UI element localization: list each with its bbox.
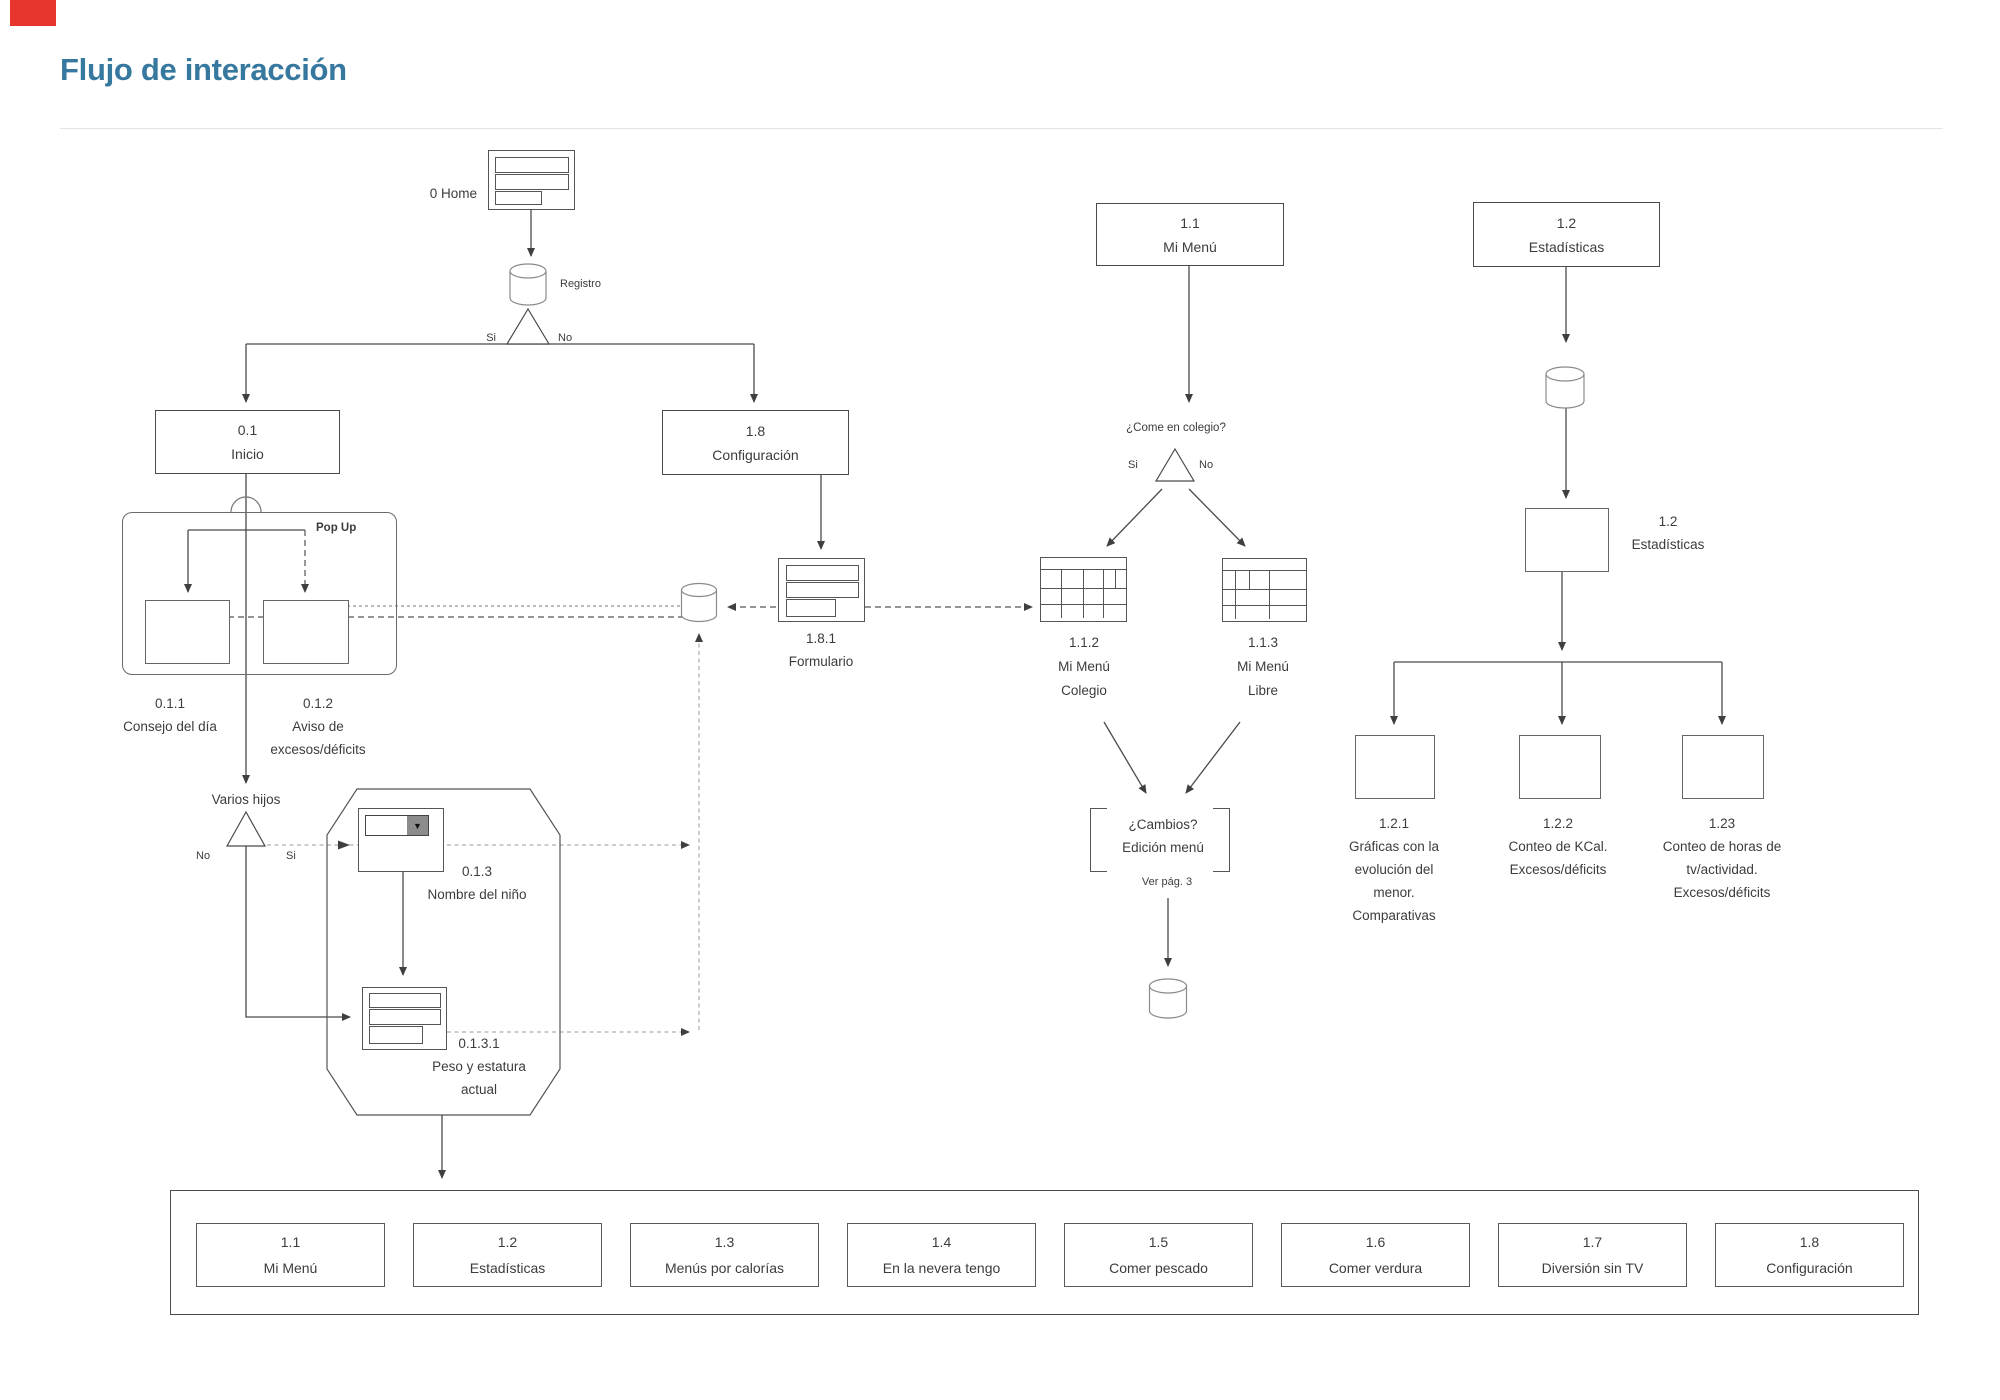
conteo-horas-label: 1.23 Conteo de horas de tv/actividad. Ex… [1662, 816, 1782, 900]
form-widget-icon [362, 987, 447, 1050]
graficas-label: 1.2.1 Gráficas con la evolución del meno… [1348, 816, 1440, 923]
dashed-light-lines [267, 633, 703, 1036]
node-mi-menu: 1.1 Mi Menú [1096, 203, 1284, 266]
dropdown-widget-icon: ▼ [358, 808, 444, 872]
bottom-item-mi-menu: 1.1 Mi Menú [196, 1223, 385, 1287]
octagon-container [326, 788, 561, 1116]
box-estadisticas-mid [1525, 508, 1609, 572]
menu-libre-table-icon [1222, 558, 1307, 622]
colegio-si-label: Si [1128, 459, 1138, 471]
bottom-item-diversion: 1.7 Diversión sin TV [1498, 1223, 1687, 1287]
wireframe-bar [495, 157, 569, 173]
varios-si-label: Si [286, 850, 296, 862]
box-aviso [263, 600, 349, 664]
come-colegio-label: ¿Come en colegio? [1126, 422, 1226, 434]
wireframe-bar [495, 191, 542, 205]
estadisticas-mid-label: 1.2 Estadísticas [1631, 514, 1705, 552]
popup-dome [230, 496, 262, 513]
registro-no-label: No [558, 332, 573, 344]
table-line [1061, 569, 1063, 618]
box-graficas [1355, 735, 1435, 799]
wireframe-bar [495, 174, 569, 190]
table-line [1235, 570, 1237, 619]
varios-hijos-label: Varios hijos [211, 792, 281, 807]
dropdown-arrow-icon: ▼ [407, 816, 428, 835]
bottom-item-nevera: 1.4 En la nevera tengo [847, 1223, 1036, 1287]
aviso-label: 0.1.2 Aviso de excesos/déficits [270, 696, 366, 757]
table-line [1115, 569, 1117, 589]
dropdown-field [365, 815, 429, 836]
menu-libre-label: 1.1.3 Mi Menú Libre [1237, 635, 1289, 698]
registro-si-label: Si [486, 332, 496, 344]
node-configuracion: 1.8 Configuración [662, 410, 849, 475]
wireframe-bar [786, 582, 859, 598]
popup-label: Pop Up [316, 522, 357, 534]
bottom-item-configuracion: 1.8 Configuración [1715, 1223, 1904, 1287]
bracket-right [1213, 808, 1230, 872]
popup-container [122, 512, 397, 675]
bottom-item-comer-pescado: 1.5 Comer pescado [1064, 1223, 1253, 1287]
ver-pag-label: Ver pág. 3 [1141, 876, 1193, 888]
table-line [1083, 569, 1085, 618]
mid-arrowhead [338, 840, 350, 850]
formulario-label: 1.8.1 Formulario [788, 631, 854, 669]
bottom-item-comer-verdura: 1.6 Comer verdura [1281, 1223, 1470, 1287]
corner-red-mark [10, 0, 56, 26]
bracket-left [1090, 808, 1107, 872]
node-inicio: 0.1 Inicio [155, 410, 340, 474]
box-consejo [145, 600, 230, 664]
solid-arrows [184, 172, 1726, 1179]
cambios-label: ¿Cambios? Edición menú [1122, 817, 1204, 855]
box-conteo-horas [1682, 735, 1764, 799]
table-line [1223, 605, 1306, 607]
registro-label: Registro [560, 278, 601, 290]
table-line [1269, 570, 1271, 619]
wireframe-bar [369, 1009, 441, 1025]
home-label: 0 Home [429, 186, 477, 201]
menu-colegio-label: 1.1.2 Mi Menú Colegio [1058, 635, 1110, 698]
home-screen-icon [488, 150, 575, 210]
consejo-label: 0.1.1 Consejo del día [123, 696, 217, 734]
wireframe-bar [786, 599, 836, 617]
peso-estatura-label: 0.1.3.1 Peso y estatura actual [432, 1036, 526, 1097]
wireframe-bar [369, 993, 441, 1008]
title-divider [60, 128, 1943, 129]
colegio-no-label: No [1199, 459, 1214, 471]
box-conteo-kcal [1519, 735, 1601, 799]
nombre-nino-label: 0.1.3 Nombre del niño [427, 864, 527, 902]
wireframe-bar [369, 1026, 423, 1044]
bottom-item-estadisticas: 1.2 Estadísticas [413, 1223, 602, 1287]
table-line [1249, 570, 1251, 590]
conteo-kcal-label: 1.2.2 Conteo de KCal. Excesos/déficits [1508, 816, 1608, 877]
menu-colegio-table-icon [1040, 557, 1127, 622]
wireframe-bar [786, 565, 859, 581]
table-line [1103, 569, 1105, 618]
varios-no-label: No [196, 850, 211, 862]
page-title: Flujo de interacción [60, 52, 347, 87]
formulario-icon [778, 558, 865, 622]
db-cylinders [509, 263, 1585, 1019]
decision-triangles [225, 307, 1196, 847]
table-line [1223, 570, 1306, 572]
node-estadisticas-top: 1.2 Estadísticas [1473, 202, 1660, 267]
bottom-item-menus-calorias: 1.3 Menús por calorías [630, 1223, 819, 1287]
table-line [1223, 589, 1306, 591]
